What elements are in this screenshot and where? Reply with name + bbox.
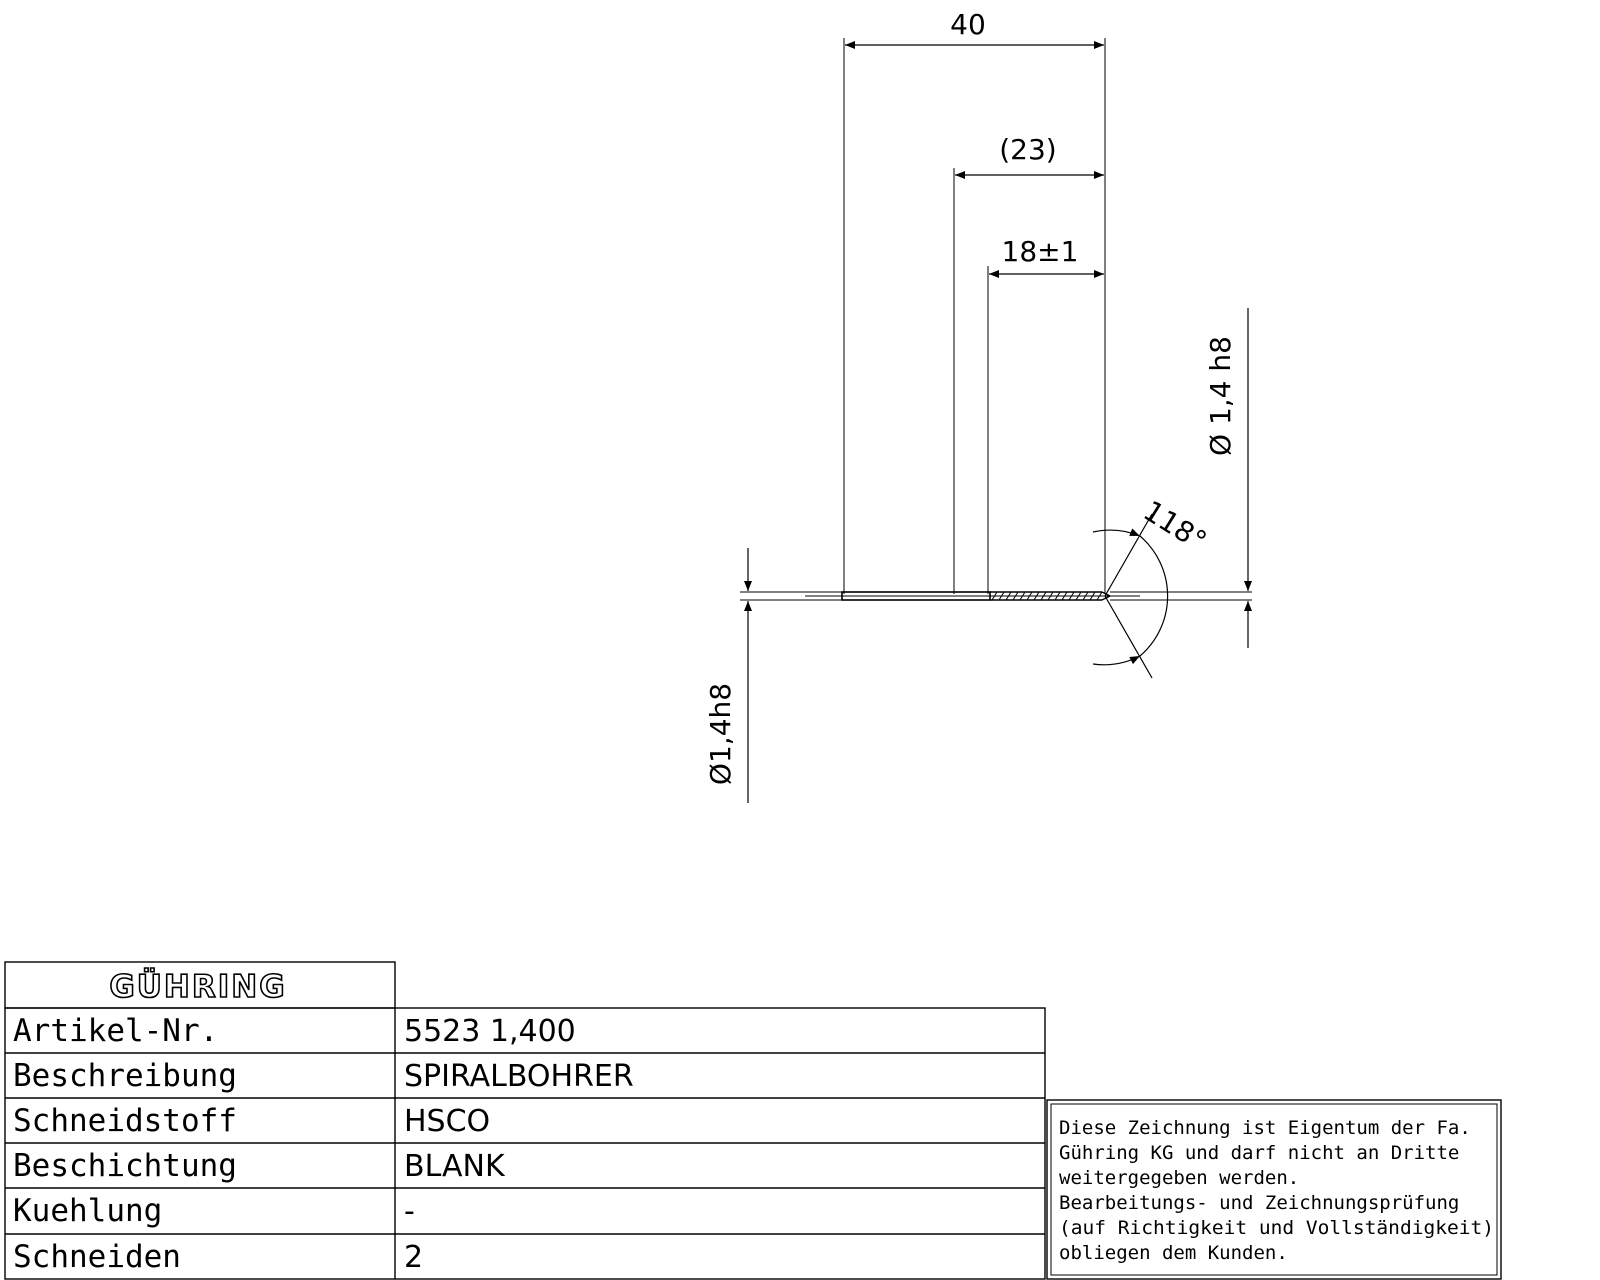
label-kuehlung: Kuehlung [13,1193,162,1229]
flute-hatch [1096,591,1103,601]
point-angle-label: 118° [1138,494,1213,558]
notice-line-6: obliegen dem Kunden. [1059,1242,1288,1264]
notice-line-4: Bearbeitungs- und Zeichnungsprüfung [1059,1192,1459,1214]
flute-hatch [1089,591,1096,601]
flute-hatch [1026,591,1033,601]
flute-hatch [1054,591,1061,601]
drill-body [805,591,1140,601]
flute-hatch [1040,591,1047,601]
title-block [4,961,1046,1280]
flute-hatch [1082,591,1089,601]
diameter-left-label: Ø1,4h8 [704,683,737,785]
flute-hatch [1075,591,1082,601]
flute-hatch [998,591,1005,601]
value-schneiden: 2 [404,1240,423,1275]
flute-hatch [1047,591,1054,601]
flute-tolerance-label: 18±1 [1002,235,1079,268]
dimension-lines [744,41,1252,803]
flute-hatch [1033,591,1040,601]
drill-flutes [991,591,1103,601]
flute-hatch [1068,591,1075,601]
flute-hatch [1019,591,1026,601]
label-schneiden: Schneiden [13,1239,181,1275]
guehring-logo: GÜHRING [109,968,286,1005]
notice-line-3: weitergegeben werden. [1059,1167,1299,1189]
flute-hatch [1005,591,1012,601]
flute-hatch [991,591,998,601]
value-schneidstoff: HSCO [404,1104,490,1139]
flute-hatch [1012,591,1019,601]
extension-lines [740,38,1252,601]
notice-line-1: Diese Zeichnung ist Eigentum der Fa. [1059,1117,1471,1139]
value-beschichtung: BLANK [404,1149,506,1184]
overall-length-label: 40 [950,8,986,41]
flute-length-label: (23) [999,133,1056,166]
value-artikel-nr: 5523 1,400 [404,1014,576,1049]
value-beschreibung: SPIRALBOHRER [404,1059,634,1094]
notice-box [1046,1099,1502,1280]
label-schneidstoff: Schneidstoff [13,1103,237,1139]
value-kuehlung: - [404,1194,415,1229]
label-beschichtung: Beschichtung [13,1148,237,1184]
notice-line-2: Gühring KG und darf nicht an Dritte [1059,1142,1459,1164]
diameter-right-label: Ø 1,4 h8 [1204,336,1237,456]
label-beschreibung: Beschreibung [13,1058,237,1094]
flute-hatch [1061,591,1068,601]
notice-line-5: (auf Richtigkeit und Vollständigkeit) [1059,1217,1494,1239]
label-artikel-nr: Artikel-Nr. [13,1013,218,1049]
